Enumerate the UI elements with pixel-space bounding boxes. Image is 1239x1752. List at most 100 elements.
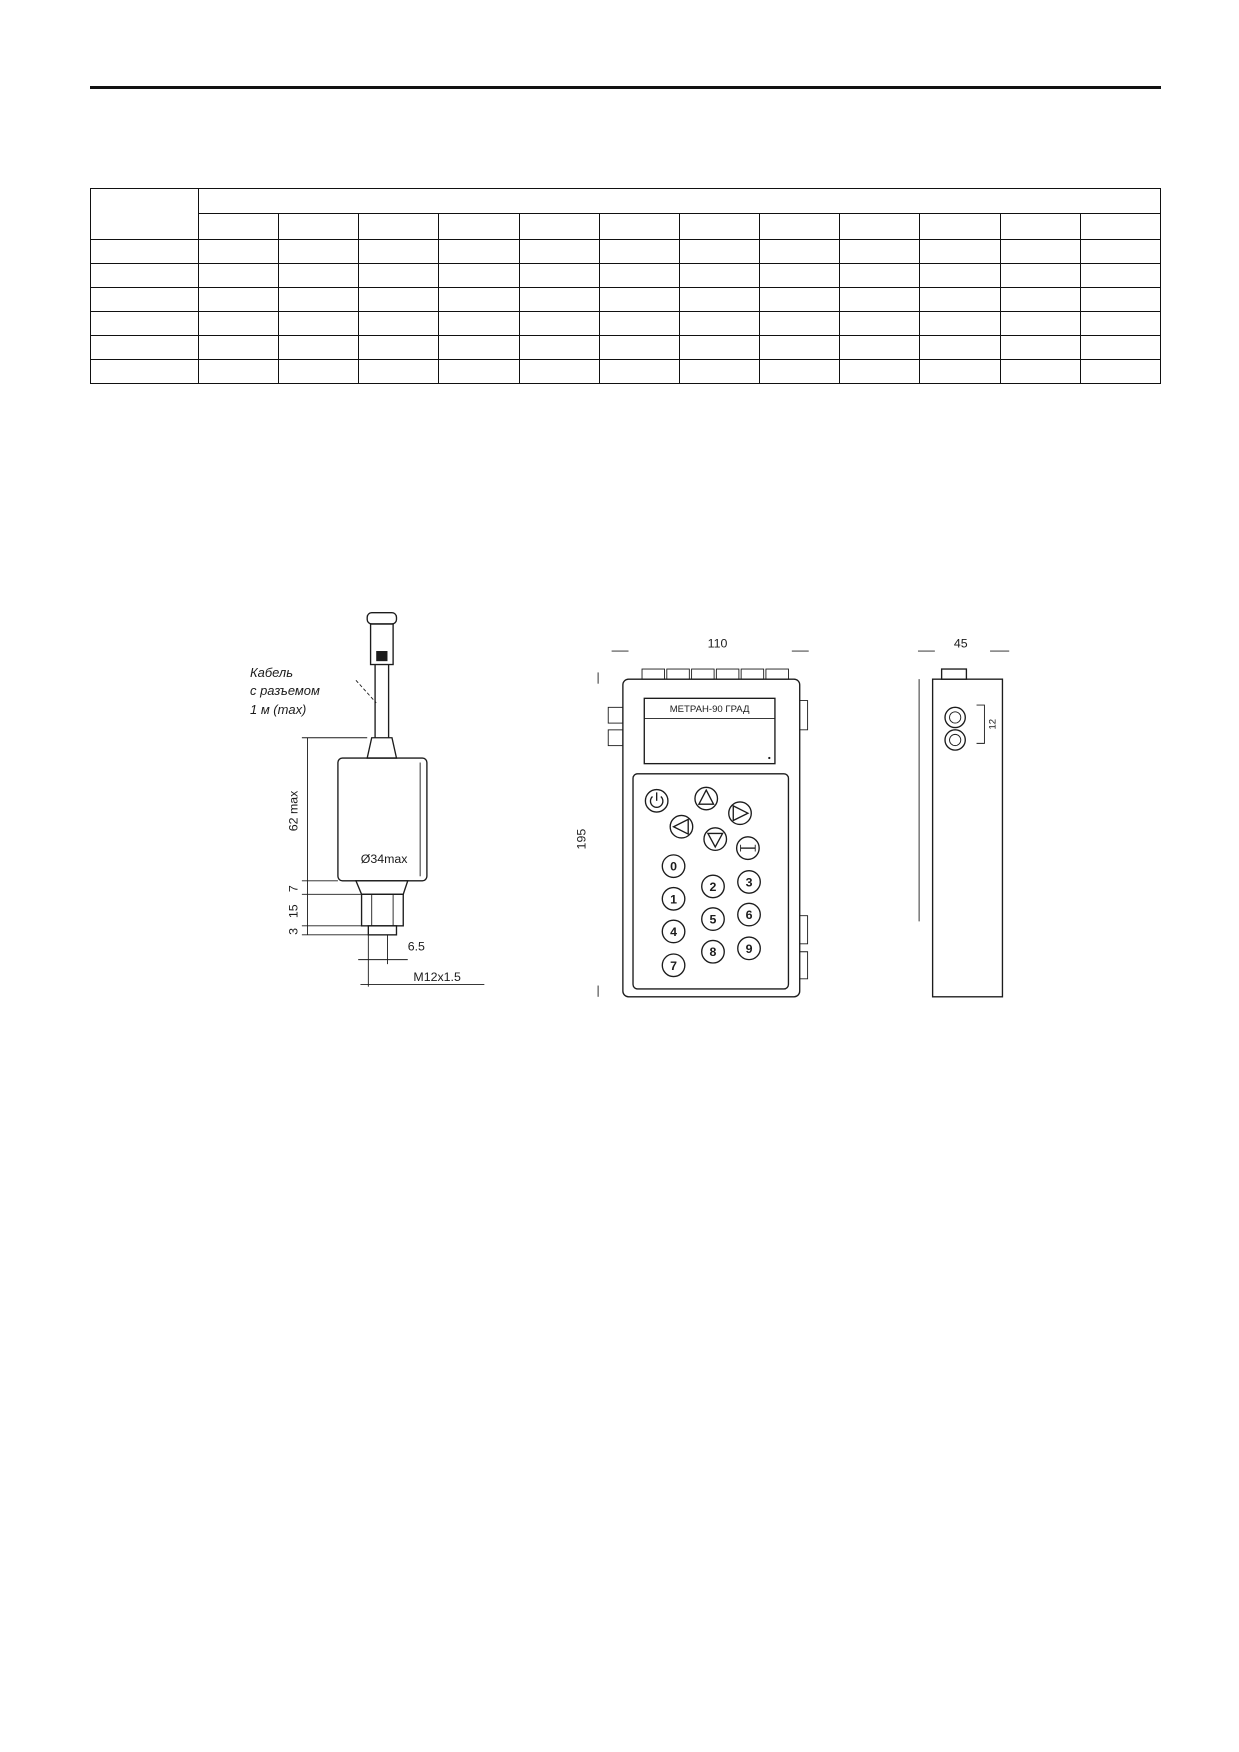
number-key-7: 7 — [661, 953, 686, 978]
connector-dimension-bracket — [976, 704, 985, 744]
key-outline — [661, 854, 686, 879]
power-icon-arc — [649, 796, 664, 808]
top-connector — [715, 668, 740, 680]
key-outline — [703, 827, 728, 852]
enter-icon — [740, 844, 756, 852]
table-cell — [919, 263, 1001, 288]
table-cell — [759, 311, 841, 336]
side-bracket — [799, 915, 809, 945]
table-cell — [518, 335, 600, 360]
body-height-label: 62 max — [286, 790, 300, 831]
top-rule — [90, 86, 1161, 89]
sensor-base — [354, 880, 409, 895]
stud-size-label: 6.5 — [408, 940, 425, 954]
device-width-label: 110 — [708, 637, 728, 651]
key-outline — [735, 836, 760, 861]
cable-label-line: 1 м (max) — [250, 702, 306, 717]
key-label: 6 — [746, 908, 753, 922]
table-row-header-cell — [90, 335, 199, 360]
key-outline — [694, 786, 719, 811]
connector-pitch-label: 12 — [988, 719, 999, 730]
table-header — [90, 188, 1162, 240]
table-subheader-cell — [518, 213, 600, 240]
cable-leader-line — [355, 679, 377, 704]
side-connector — [944, 706, 966, 729]
table-cell — [358, 287, 440, 312]
table-cell — [1079, 335, 1162, 360]
device-body — [622, 678, 801, 998]
table-cell — [1079, 263, 1162, 288]
table-cell — [598, 311, 680, 336]
hex-nut — [360, 893, 404, 927]
arrow-down-icon — [706, 832, 724, 849]
table-cell — [598, 263, 680, 288]
table-cell — [438, 287, 520, 312]
table-cell — [919, 359, 1001, 384]
number-key-2: 2 — [701, 874, 725, 899]
table-subheader-cell — [919, 213, 1001, 240]
sensor-neck — [366, 737, 398, 759]
table-corner-cell — [90, 188, 199, 240]
key-label: 1 — [670, 892, 677, 906]
cable-label-line: с разъемом — [250, 683, 320, 698]
connector-latch — [376, 651, 388, 662]
number-key-8: 8 — [701, 939, 725, 964]
table-cell — [197, 239, 280, 264]
table-subheader-cell — [678, 213, 761, 240]
body-diameter-label: Ø34max — [361, 852, 409, 866]
table-cell — [678, 263, 761, 288]
table-cell — [1079, 287, 1162, 312]
table-cell — [999, 263, 1081, 288]
key-outline — [701, 907, 725, 932]
table-cell — [358, 311, 440, 336]
key-outline — [701, 874, 725, 899]
side-bracket — [799, 700, 809, 731]
number-key-3: 3 — [737, 869, 761, 894]
device-depth-label: 45 — [954, 637, 968, 651]
key-label: 0 — [670, 860, 677, 874]
sensor-drawing: Ø34max Кабель с разъемом 1 м (max) 62 ma… — [250, 612, 485, 987]
table-subheader-cell — [438, 213, 520, 240]
table-cell — [278, 239, 360, 264]
key-label: 2 — [710, 880, 717, 894]
number-key-4: 4 — [661, 919, 686, 944]
top-connector — [765, 668, 789, 680]
table-header-row — [90, 188, 1161, 240]
table-cell — [999, 359, 1081, 384]
key-outline — [728, 801, 752, 826]
key-outline — [661, 919, 686, 944]
device-display — [643, 697, 776, 765]
table-body — [90, 239, 1162, 384]
arrow-right-icon — [732, 804, 750, 822]
side-connector — [607, 729, 624, 747]
side-body — [931, 678, 1004, 998]
left-key — [669, 814, 694, 839]
table-row — [90, 239, 1162, 264]
key-outline — [661, 886, 686, 911]
power-key — [644, 788, 669, 813]
table-row — [90, 335, 1162, 360]
device-side-view: 45 12 — [917, 637, 1010, 998]
display-text: МЕТРАН-90 ГРАД — [670, 704, 750, 715]
side-bracket — [799, 951, 809, 980]
table-row-header-cell — [90, 359, 199, 384]
table-row — [90, 359, 1162, 384]
table-cell — [438, 311, 520, 336]
stud-length-label: 3 — [286, 928, 300, 935]
key-label: 3 — [746, 875, 753, 889]
number-key-6: 6 — [737, 902, 761, 927]
table-cell — [598, 359, 680, 384]
number-key-9: 9 — [737, 936, 761, 961]
table-cell — [759, 359, 841, 384]
key-outline — [737, 869, 761, 894]
down-key — [703, 827, 728, 852]
table-cell — [839, 311, 921, 336]
key-outline — [661, 953, 686, 978]
top-connector — [666, 668, 690, 680]
table-cell — [678, 311, 761, 336]
table-cell — [358, 239, 440, 264]
key-label: 7 — [670, 959, 677, 973]
side-connector — [607, 706, 624, 724]
table-cell — [518, 359, 600, 384]
